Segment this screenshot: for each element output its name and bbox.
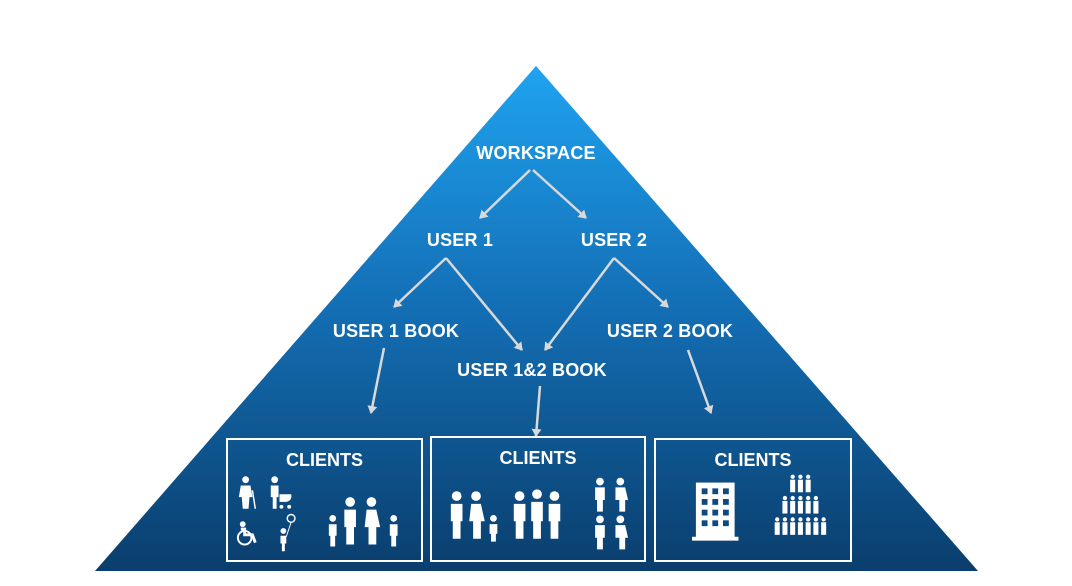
couple-with-child-icon [450, 491, 498, 542]
node-user-2-book: USER 2 BOOK [606, 321, 734, 341]
node-user-1-book: USER 1 BOOK [332, 321, 460, 341]
node-user-2: USER 2 [580, 230, 648, 250]
clients-box-3: CLIENTS [654, 438, 852, 562]
node-user-1-2-book: USER 1&2 BOOK [457, 360, 607, 380]
crowd-person-body [797, 522, 803, 535]
crowd-person-head [782, 495, 788, 501]
crowd-person-head [775, 517, 780, 522]
child-with-balloon-icon [280, 513, 296, 552]
node-user-1: USER 1 [426, 230, 494, 250]
crowd-person-body [805, 500, 811, 514]
crowd-person-head [798, 474, 803, 479]
node-workspace: WORKSPACE [476, 143, 596, 163]
clients-box-2: CLIENTS [430, 436, 646, 562]
crowd-person-head [790, 474, 795, 479]
crowd-person-head [806, 474, 811, 479]
clients-box-1: CLIENTS [226, 438, 423, 562]
arrow-user2-user12book [544, 257, 615, 351]
family-icon [328, 497, 398, 547]
crowd-person-body [797, 479, 803, 493]
elderly-person-icon [238, 476, 257, 509]
parent-with-stroller-icon [270, 476, 292, 509]
crowd-person-body [774, 522, 780, 535]
arrow-user1book-clients [367, 347, 386, 414]
clients-box-3-title: CLIENTS [714, 450, 792, 470]
arrow-workspace-user1 [479, 169, 531, 219]
clients-box-3-icons [692, 474, 827, 541]
crowd-person-body [790, 500, 796, 514]
crowd-person-body [805, 479, 811, 493]
group-of-three-icon [513, 489, 561, 539]
crowd-person-head [782, 517, 788, 522]
arrow-workspace-user2 [532, 169, 587, 219]
crowd-person-head [806, 517, 811, 522]
crowd-person-body [782, 522, 788, 535]
clients-box-1-icons [236, 476, 398, 552]
arrow-user1-user1book [393, 257, 447, 308]
arrow-user12book-clients [531, 385, 542, 437]
crowd-person-head [790, 517, 795, 522]
office-building-icon [692, 482, 739, 541]
arrow-user2-user2book [613, 257, 669, 308]
crowd-person-head [798, 495, 803, 501]
clients-box-1-title: CLIENTS [285, 450, 363, 470]
crowd-icon [774, 474, 827, 535]
crowd-person-body [797, 500, 803, 514]
crowd-person-body [813, 522, 819, 535]
man-woman-pair-icon [595, 515, 629, 550]
arrow-user1-user12book [445, 257, 523, 351]
man-woman-pair-icon [595, 477, 629, 512]
crowd-person-head [798, 517, 803, 522]
crowd-person-body [790, 522, 796, 535]
crowd-person-head [790, 495, 795, 501]
arrows [367, 169, 714, 437]
crowd-person-body [782, 500, 788, 514]
crowd-person-body [805, 522, 811, 535]
arrow-user2book-clients [686, 349, 714, 414]
pyramid [95, 66, 978, 571]
crowd-person-body [790, 479, 796, 493]
clients-box-2-icons [450, 477, 629, 550]
crowd-person-head [806, 495, 811, 501]
wheelchair-user-icon [236, 521, 257, 546]
crowd-person-body [821, 522, 827, 535]
crowd-person-head [813, 517, 819, 522]
crowd-person-body [813, 500, 819, 514]
crowd-person-head [821, 517, 826, 522]
crowd-person-head [813, 495, 819, 501]
clients-box-2-title: CLIENTS [499, 448, 577, 468]
